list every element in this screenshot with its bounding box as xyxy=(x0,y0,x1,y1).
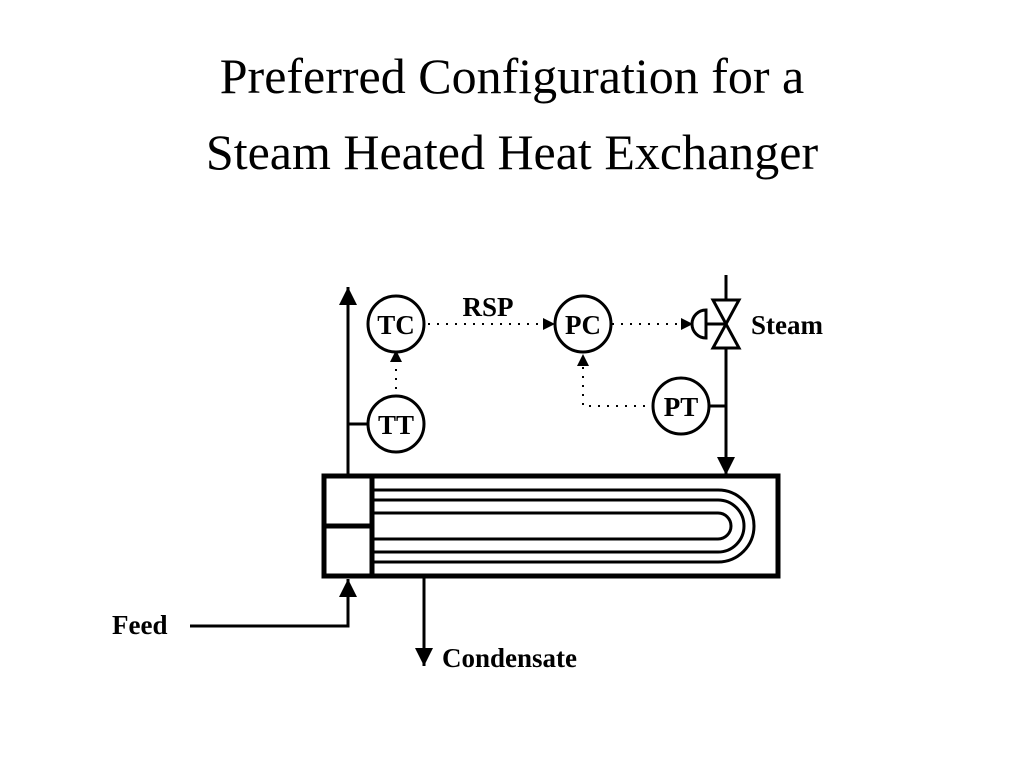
tc-bubble xyxy=(366,294,426,354)
u-tube-outer xyxy=(372,488,756,564)
pt-label: PT xyxy=(664,392,699,422)
u-tube-middle xyxy=(372,498,746,554)
rsp-arrowhead xyxy=(543,318,555,330)
title-line-1: Preferred Configuration for a xyxy=(219,48,805,104)
u-tube-inner xyxy=(372,511,733,541)
instrument-tt: TT xyxy=(366,394,426,454)
instrument-tc: TC xyxy=(366,294,426,354)
slide-title: Preferred Configuration for a Steam Heat… xyxy=(0,38,1024,190)
pc-label: PC xyxy=(565,310,601,340)
steam-control-valve xyxy=(690,298,742,350)
valve-body-upper xyxy=(710,298,742,328)
pt-bubble xyxy=(651,376,711,436)
title-line-2: Steam Heated Heat Exchanger xyxy=(205,124,819,180)
heat-exchanger xyxy=(321,473,781,579)
instrument-pc: PC xyxy=(553,294,613,354)
pc-bubble xyxy=(553,294,613,354)
pt-to-pc-signal xyxy=(582,354,654,407)
pt-to-pc-arrowhead xyxy=(577,354,589,366)
feed-line xyxy=(190,579,357,628)
valve-body-lower xyxy=(710,320,742,350)
feed-label: Feed xyxy=(112,610,167,640)
pc-to-valve-arrowhead xyxy=(681,318,693,330)
tt-bubble xyxy=(366,394,426,454)
rsp-label: RSP xyxy=(462,292,513,322)
steam-label: Steam xyxy=(751,310,823,340)
condensate-label: Condensate xyxy=(442,643,577,673)
tt-label: TT xyxy=(378,410,414,440)
tc-label: TC xyxy=(377,310,415,340)
valve-actuator xyxy=(690,308,708,340)
instrument-pt: PT xyxy=(651,376,711,436)
tt-to-tc-arrowhead xyxy=(390,350,402,362)
